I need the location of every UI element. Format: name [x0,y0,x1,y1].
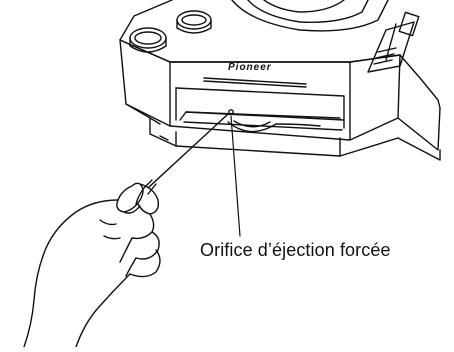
disc-slot [204,78,306,87]
eject-hole [229,110,233,114]
callout-leader [231,116,240,236]
round-button-right [177,11,211,33]
pioneer-logo: Pioneer [228,62,272,73]
front-panel [120,40,440,150]
forced-eject-hole-label: Orifice d’éjection forcée [200,240,391,261]
tray-front [176,88,344,132]
jog-dial [232,0,388,31]
hand-icon [24,183,160,347]
round-button-left [130,28,166,52]
